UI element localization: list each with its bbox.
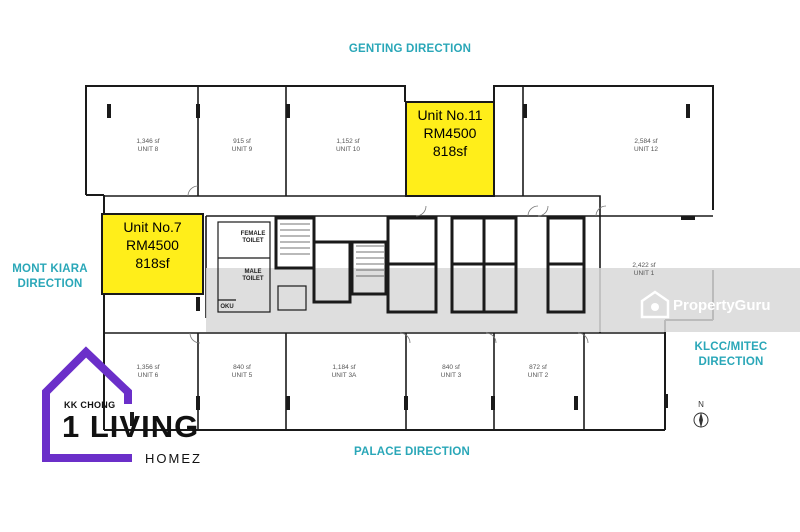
unit-7-area: 818sf [135,255,170,271]
unit-2-name: UNIT 2 [527,372,549,379]
logo-sub-text: HOMEZ [145,451,202,466]
male-l2: TOILET [242,276,264,282]
unit-8-size: 1,346 sf [136,138,160,145]
female-l2: TOILET [242,238,264,244]
propertyguru-logo-icon [640,290,670,319]
unit-3a-size: 1,184 sf [332,364,356,371]
unit-1-name: UNIT 1 [633,270,655,277]
mont-kiara-line1: MONT KIARA [12,263,88,275]
mont-kiara-line2: DIRECTION [17,278,83,290]
living-homez-logo-icon [42,346,132,462]
unit-1-size: 2,422 sf [632,262,656,269]
unit-5-name: UNIT 5 [231,372,253,379]
klcc-line2: DIRECTION [698,356,764,368]
oku-label: OKU [220,304,234,310]
unit-2-size: 872 sf [529,364,547,371]
unit-11-highlight[interactable]: Unit No.11 RM4500 818sf [405,101,495,197]
unit-10-name: UNIT 10 [335,146,361,153]
mont-kiara-direction-label: MONT KIARA DIRECTION [8,262,92,292]
unit-10-size: 1,152 sf [336,138,360,145]
propertyguru-watermark: PropertyGuru [673,297,771,314]
compass-label: N [698,400,704,409]
unit-7-price: RM4500 [126,237,179,253]
unit-11-title: Unit No.11 [417,107,483,123]
unit-3a-name: UNIT 3A [331,372,357,379]
unit-12-size: 2,584 sf [634,138,658,145]
genting-direction-label: GENTING DIRECTION [348,43,472,55]
unit-11-price: RM4500 [423,125,477,141]
unit-6-size: 1,356 sf [136,364,160,371]
compass-icon [693,412,709,428]
unit-7-title: Unit No.7 [123,219,182,235]
unit-3-size: 840 sf [442,364,460,371]
unit-5-size: 840 sf [233,364,251,371]
unit-8-name: UNIT 8 [137,146,159,153]
logo-small-text: KK CHONG [64,400,116,410]
unit-9-size: 915 sf [233,138,251,145]
palace-direction-label: PALACE DIRECTION [353,446,471,458]
unit-12-name: UNIT 12 [633,146,659,153]
unit-11-area: 818sf [432,143,468,159]
klcc-line1: KLCC/MITEC [694,341,768,353]
unit-9-name: UNIT 9 [231,146,253,153]
unit-3-name: UNIT 3 [440,372,462,379]
unit-6-name: UNIT 6 [137,372,159,379]
klcc-mitec-direction-label: KLCC/MITEC DIRECTION [690,340,772,370]
male-l1: MALE [244,269,262,275]
female-l1: FEMALE [240,231,266,237]
logo-main-text: 1 LIVING [62,409,200,444]
unit-7-highlight[interactable]: Unit No.7 RM4500 818sf [101,213,204,295]
